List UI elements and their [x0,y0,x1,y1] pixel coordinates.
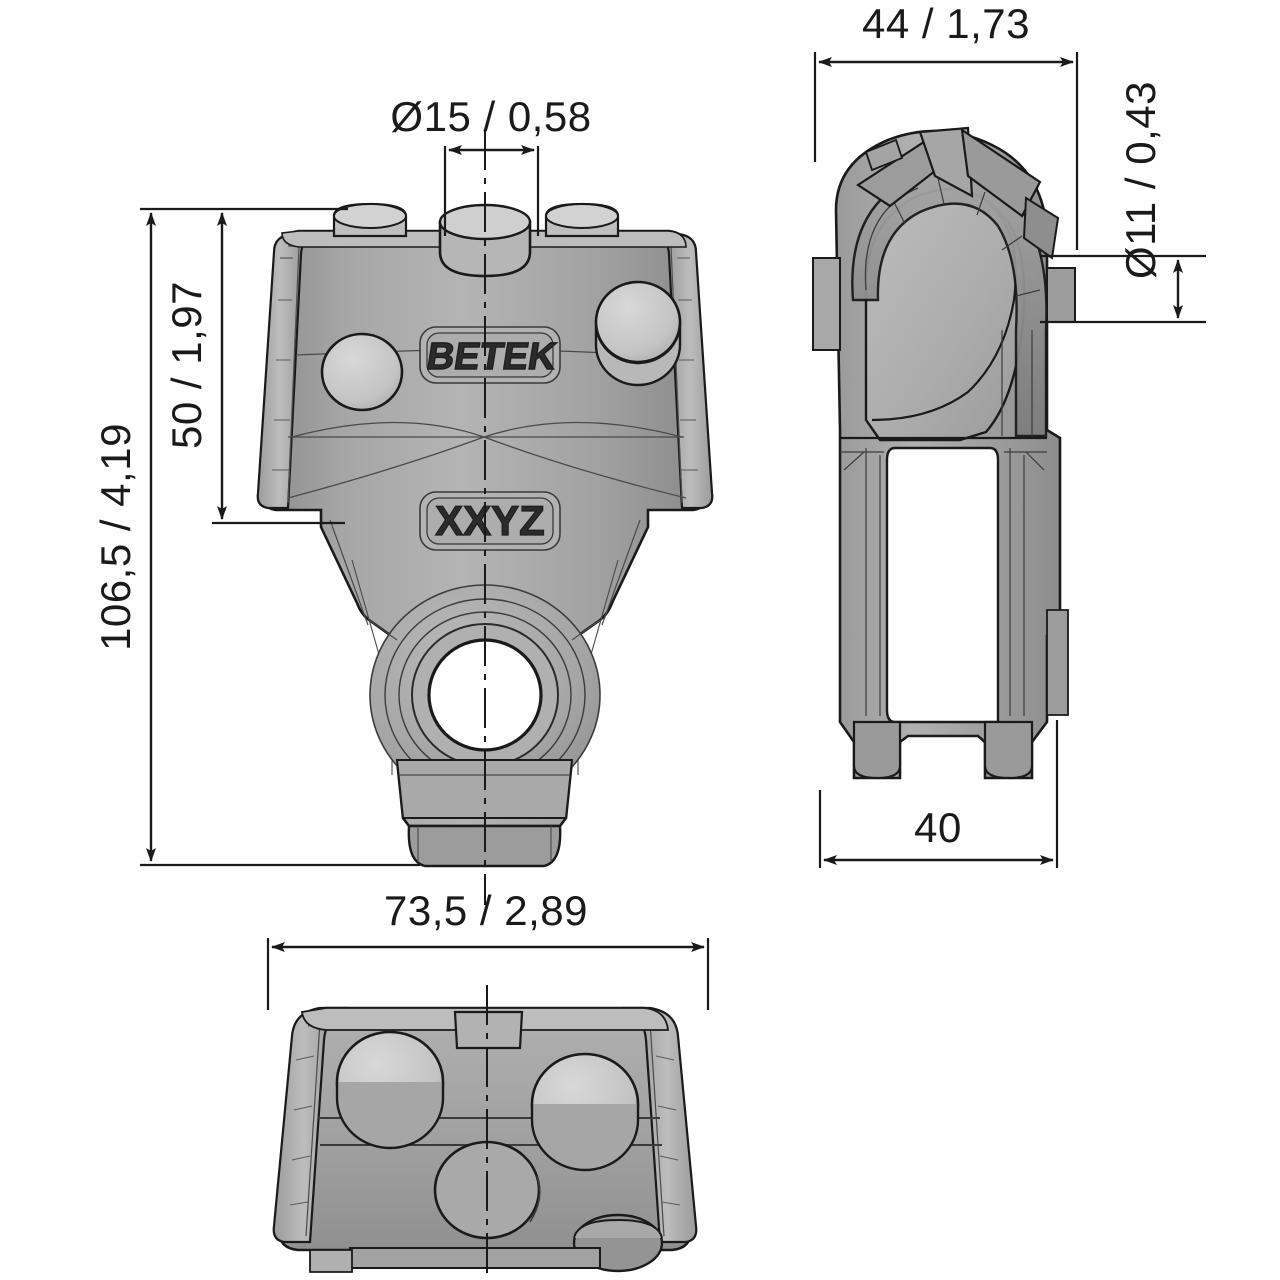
bottom-left-rail-l2 [289,1055,315,1206]
bottom-center-tab [453,1010,524,1050]
front-contour-4 [287,421,683,499]
bottom-nub-right-top [573,1218,663,1239]
side-fork-left-inner [865,448,881,716]
xxyz-badge: XXYZ [419,491,561,551]
front-top-bosses [332,202,620,278]
xxyz-badge-inner [426,497,554,545]
bottom-pad-right-skirt [530,1104,640,1172]
pad-right [594,280,682,364]
bottom-foot-strip [349,1247,601,1269]
dim-height-upper-label: 50 / 1,97 [163,281,210,449]
side-dimensions: 44 / 1,73 Ø11 / 0,43 40 [813,0,1206,868]
side-flange-mid [918,126,974,198]
side-fork-gap [885,446,1000,724]
side-leg-right [983,720,1034,780]
front-left-edge-inner3 [272,299,292,471]
side-fork-right-inner [1009,448,1025,716]
bottom-view [272,985,698,1278]
side-view [812,126,1076,780]
front-view: BETEK XXYZ [256,130,714,905]
bottom-pad-center-edge [529,1175,541,1223]
front-right-edge-inner2 [677,257,698,471]
betek-badge: BETEK [419,326,561,384]
side-fork-hatch [843,451,1045,471]
side-right-ledge [1046,267,1076,323]
betek-label: BETEK [424,335,560,378]
bottom-foot-left [309,1249,353,1273]
side-clamp-band-line2 [1001,330,1033,436]
dim-width-total-label: 73,5 / 2,89 [384,887,588,934]
front-contour-5 [329,519,369,626]
front-dimensions: 106,5 / 4,19 50 / 1,97 Ø15 / 0,58 [92,93,591,867]
dim-side-width-label: 44 / 1,73 [862,0,1030,47]
xxyz-label: XXYZ [435,497,545,544]
side-flange-right [960,127,1042,218]
side-clamp-seg1 [892,177,1041,297]
side-right-boss [1046,609,1069,716]
front-foot-line [417,826,552,862]
bottom-pad-left-skirt [335,1082,445,1150]
front-face-pads [320,280,682,412]
betek-badge-inner [426,332,554,378]
dim-height-total-label: 106,5 / 4,19 [92,423,139,651]
boss-left-top [333,203,407,229]
pad-left [320,332,404,412]
dim-side-bore-label: Ø11 / 0,43 [1117,81,1164,279]
dim-bore-top-label: Ø15 / 0,58 [390,93,591,140]
side-leg-left [852,720,902,780]
side-flange-nub [864,138,904,172]
dim-side-depth-label: 40 [914,804,962,851]
front-contour-6 [601,519,641,626]
side-flange-tab [1022,196,1060,260]
front-flank-l [368,619,398,641]
bottom-dimensions: 73,5 / 2,89 [266,887,710,1010]
side-left-lug [812,257,841,351]
boss-right-top [545,203,619,229]
front-flank-r [571,619,601,641]
bottom-right-rail-l2 [655,1055,681,1206]
